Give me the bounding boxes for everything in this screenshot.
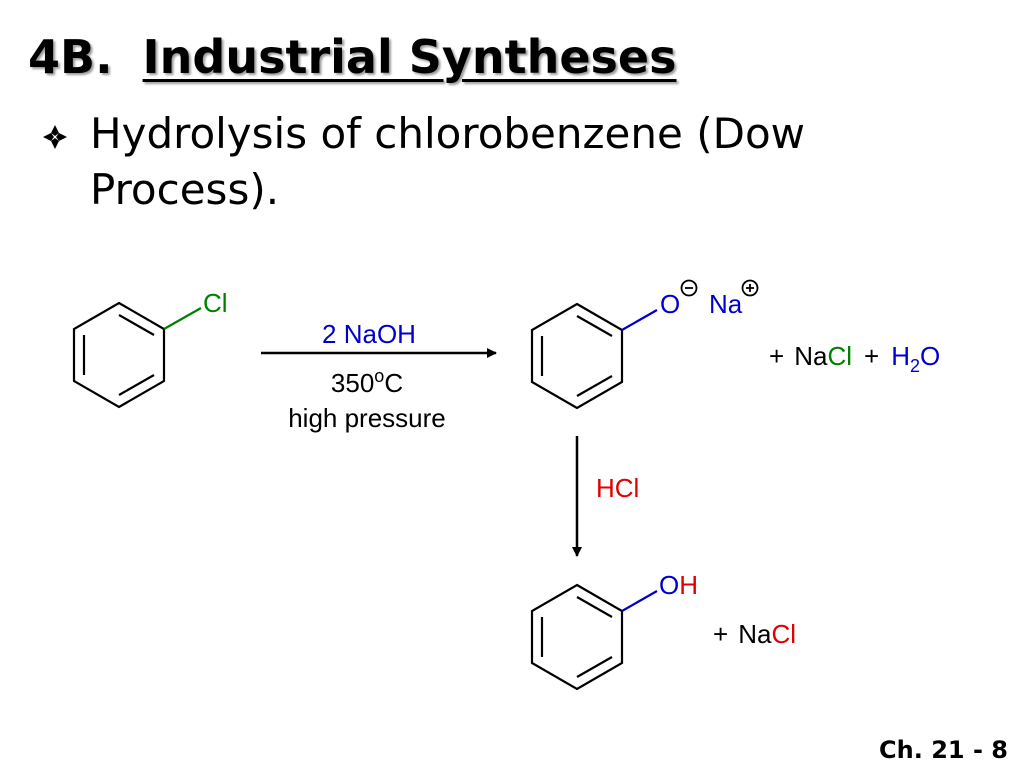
negative-charge-icon <box>680 279 698 297</box>
phenol-ring <box>530 583 624 691</box>
phenoxide-ring <box>530 302 624 410</box>
c-cl-bond <box>163 307 202 330</box>
oxygen-label: O <box>660 289 680 319</box>
reagent-hcl: HCl <box>596 473 639 503</box>
sodium-counterion-label: Na <box>709 289 743 319</box>
condition-pressure: high pressure <box>288 403 446 433</box>
slide-number: Ch. 21 - 8 <box>879 736 1008 764</box>
condition-temperature: 350oC <box>331 366 403 398</box>
section-heading: Industrial Syntheses <box>142 30 677 84</box>
hydroxyl-label: OH <box>659 570 698 600</box>
positive-charge-icon <box>741 279 759 297</box>
chlorine-label: Cl <box>203 288 228 318</box>
c-o-bond <box>621 309 658 331</box>
section-number: 4B. <box>28 30 113 84</box>
byproducts-step2: +NaCl <box>713 619 796 649</box>
chlorobenzene-structure <box>72 301 166 409</box>
slide-title: 4B. Industrial Syntheses <box>28 26 677 88</box>
c-oh-bond <box>621 590 658 612</box>
diamond-bullet-icon <box>43 125 67 149</box>
bullet-text: Hydrolysis of chlorobenzene (Dow Process… <box>90 109 805 214</box>
byproducts-step1: +NaCl+H2O <box>769 341 940 376</box>
reagent-naoh: 2 NaOH <box>322 319 416 349</box>
